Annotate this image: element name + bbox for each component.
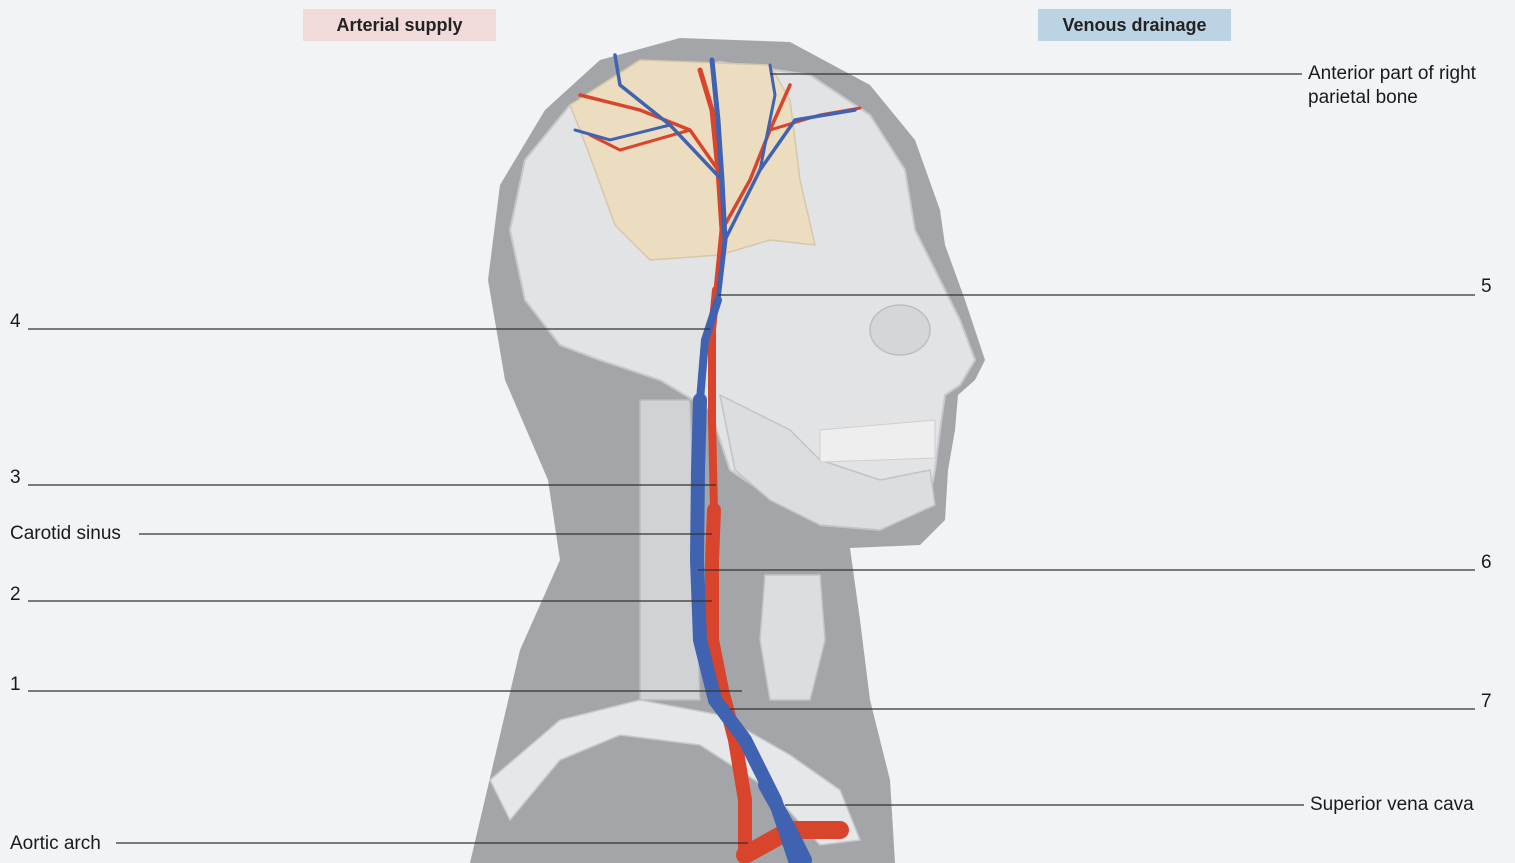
label-carotid-sinus: Carotid sinus xyxy=(10,522,121,546)
label-superior-vena-cava: Superior vena cava xyxy=(1310,793,1474,817)
label-anterior-parietal-line1: Anterior part of right xyxy=(1308,62,1476,86)
label-3: 3 xyxy=(10,466,21,490)
eye-orbit xyxy=(870,305,930,355)
label-1: 1 xyxy=(10,673,21,697)
label-2: 2 xyxy=(10,583,21,607)
arterial-supply-header: Arterial supply xyxy=(303,9,496,41)
label-anterior-parietal-line2: parietal bone xyxy=(1308,86,1418,110)
label-4: 4 xyxy=(10,310,21,334)
larynx xyxy=(760,575,825,700)
label-7: 7 xyxy=(1481,690,1492,714)
label-5: 5 xyxy=(1481,275,1492,299)
label-6: 6 xyxy=(1481,551,1492,575)
label-aortic-arch: Aortic arch xyxy=(10,832,101,856)
venous-drainage-header: Venous drainage xyxy=(1038,9,1231,41)
